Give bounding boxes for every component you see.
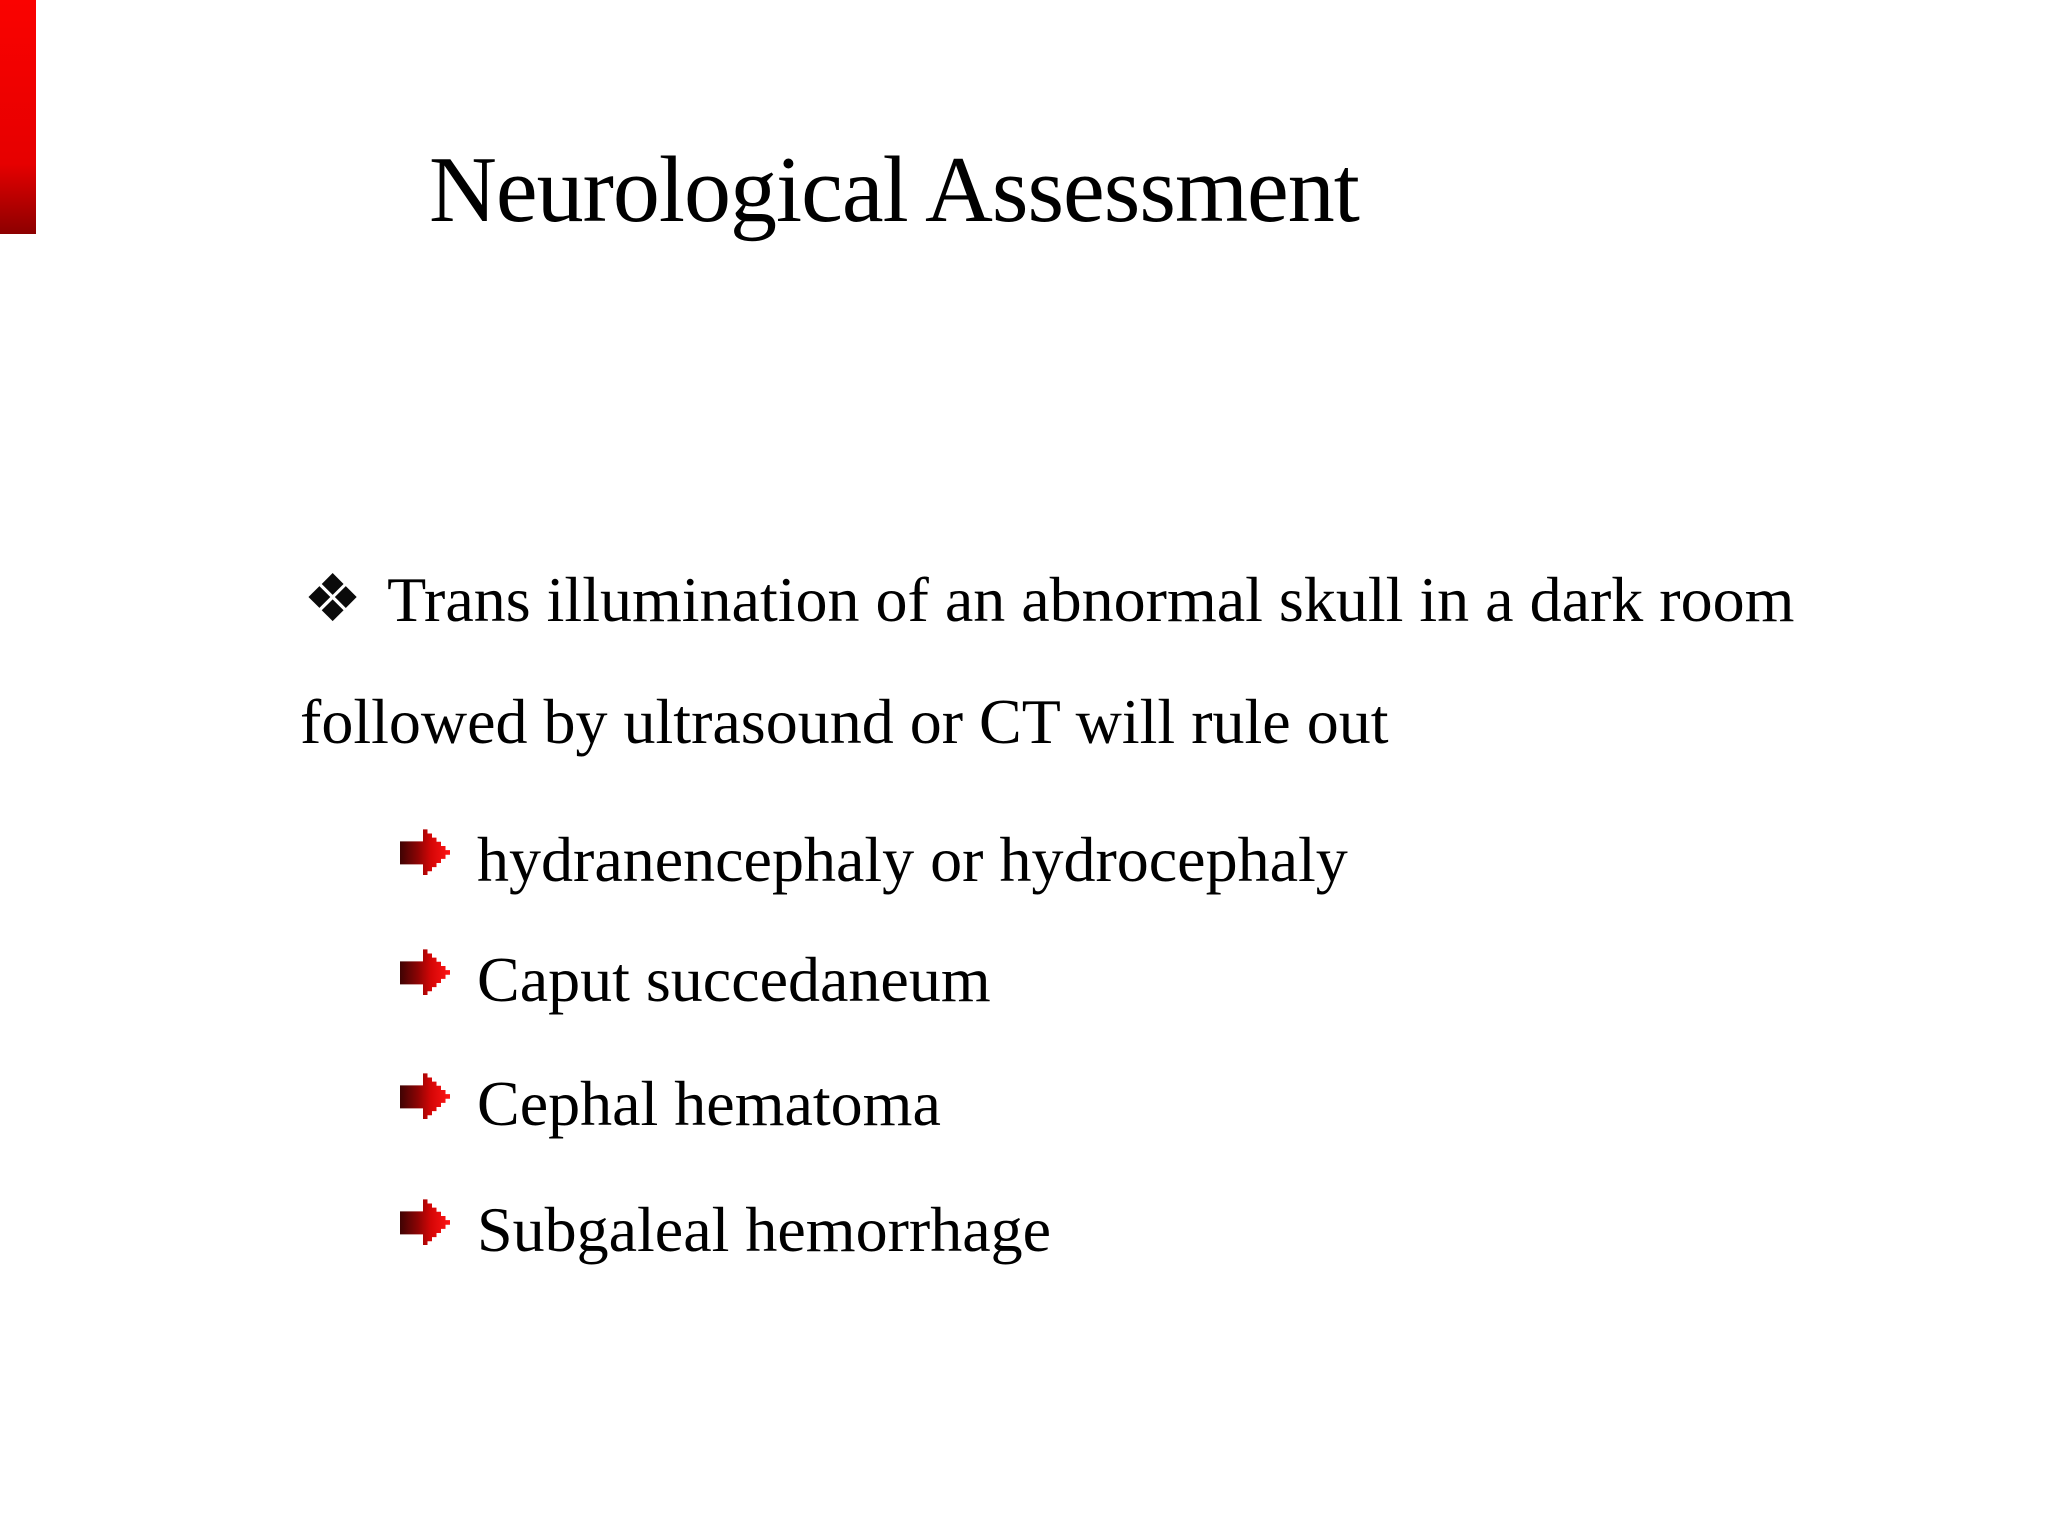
sub-bullet-text: hydranencephaly or hydrocephaly [477, 824, 1348, 895]
arrow-bullet-icon [400, 1199, 450, 1246]
main-bullet-line: ❖ Trans illumination of an abnormal skull… [303, 559, 1794, 639]
arrow-bullet-icon [400, 829, 450, 876]
sub-bullet-text: Subgaleal hemorrhage [477, 1194, 1051, 1265]
sub-bullet-row: Subgaleal hemorrhage [400, 1192, 1051, 1269]
sub-bullet-row: Caput succedaneum [400, 942, 991, 1019]
sub-bullet-row: Cephal hematoma [400, 1066, 941, 1143]
sub-bullet-text: Cephal hematoma [477, 1068, 941, 1139]
main-bullet-text: Trans illumination of an abnormal skull … [387, 564, 1795, 635]
slide-title: Neurological Assessment [429, 138, 1360, 242]
sub-bullet-row: hydranencephaly or hydrocephaly [400, 822, 1348, 899]
sub-bullet-text: Caput succedaneum [477, 944, 991, 1015]
arrow-bullet-icon [400, 949, 450, 996]
arrow-bullet-icon [400, 1073, 450, 1120]
main-bullet-continuation-text: followed by ultrasound or CT will rule o… [300, 686, 1389, 757]
diamond-bullet-icon: ❖ [303, 560, 363, 637]
red-accent-bar [0, 0, 36, 234]
